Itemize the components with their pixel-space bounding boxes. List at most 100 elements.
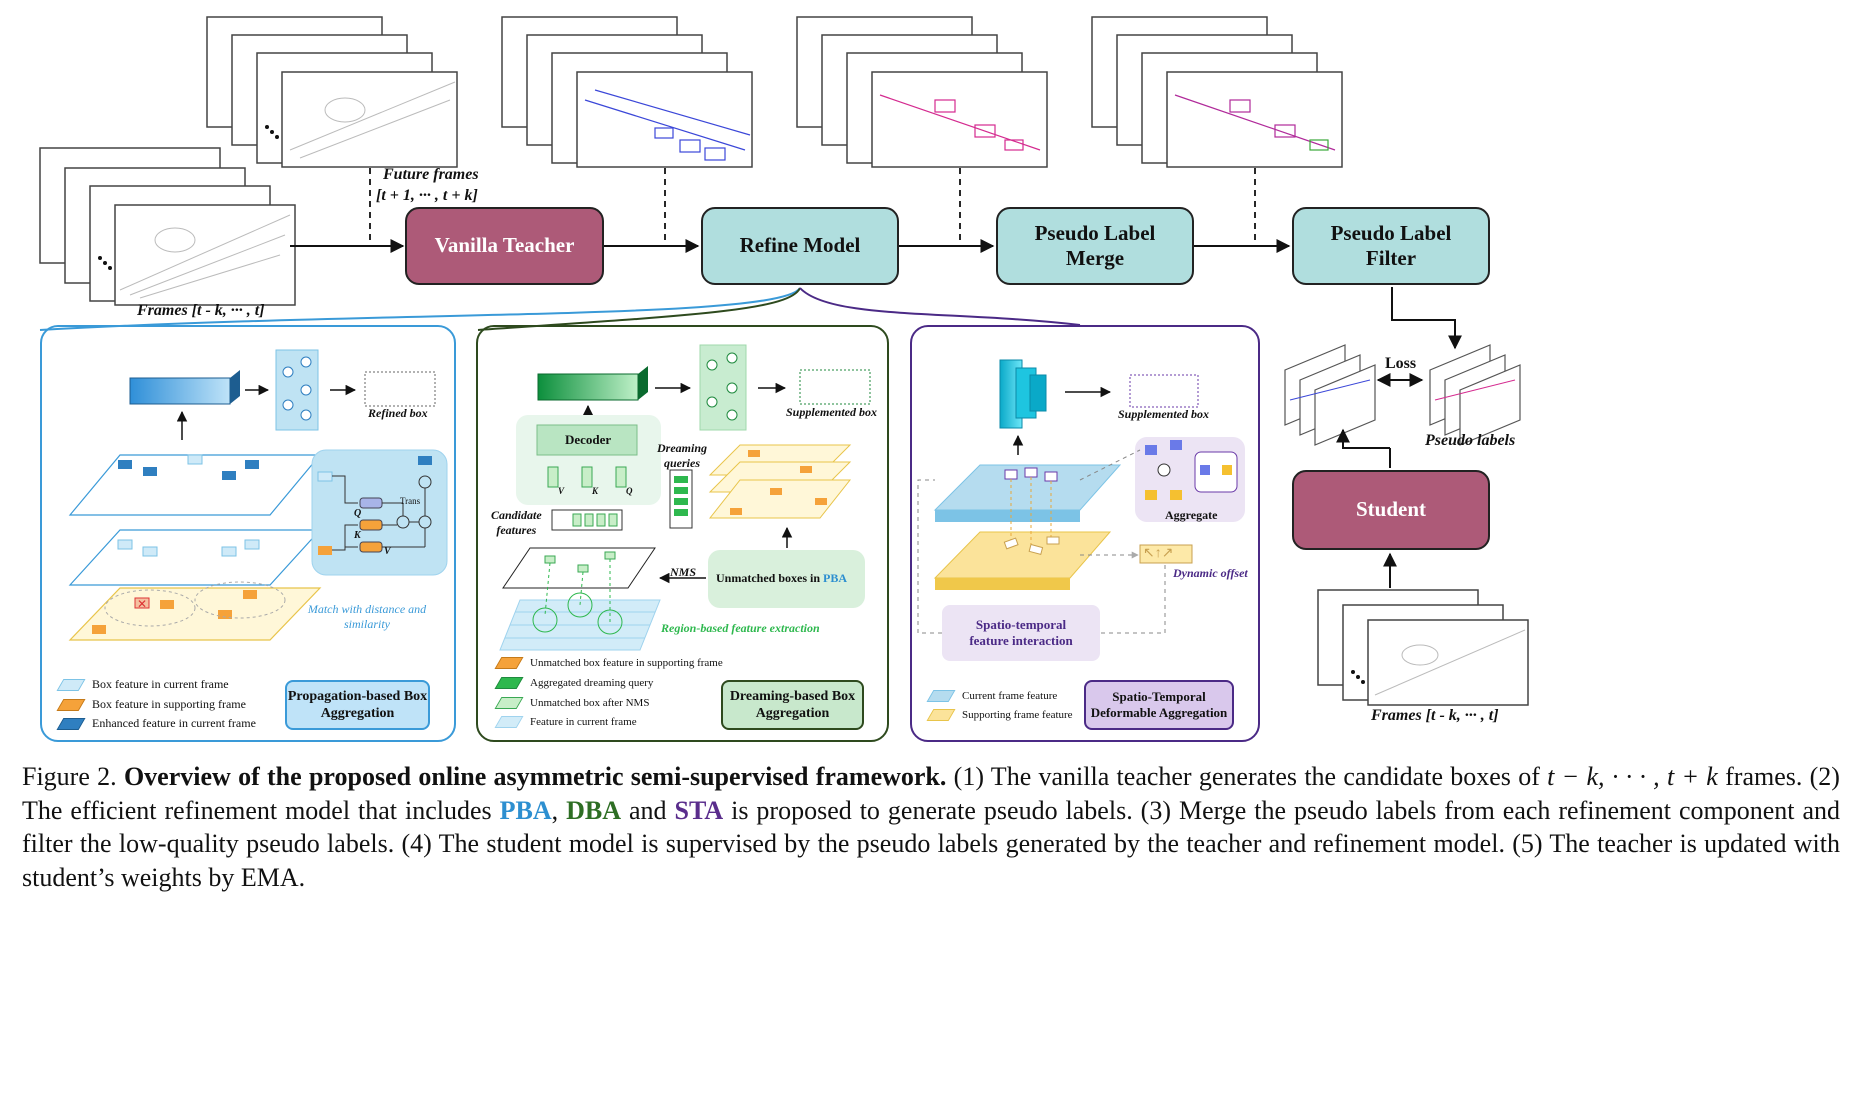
caption-title: Overview of the proposed online asymmetr… <box>123 762 947 791</box>
caption-prefix: Figure 2. <box>22 762 124 791</box>
candidate-features-label: Candidate features <box>491 508 542 538</box>
refine-model-label: Refine Model <box>739 233 861 258</box>
loss-frame-stacks <box>1284 344 1521 446</box>
caption-part-3: , <box>551 795 567 825</box>
dba-legend-nms-label: Unmatched box after NMS <box>530 697 650 709</box>
dba-supplemented-box-label: Supplemented box <box>786 405 878 419</box>
dashed-connectors <box>369 168 1256 246</box>
caption-sta: STA <box>674 795 724 825</box>
pba-legend-enhanced: Enhanced feature in current frame <box>56 716 256 731</box>
sta-title-tag: Spatio-Temporal Deformable Aggregation <box>1084 680 1234 730</box>
main-flow-arrows <box>290 239 1462 588</box>
sta-diagram <box>917 359 1245 634</box>
pba-legend-enhanced-label: Enhanced feature in current frame <box>92 716 256 730</box>
pba-legend-current: Box feature in current frame <box>56 677 229 692</box>
st-interaction-line1: Spatio-temporal <box>975 616 1067 632</box>
framework-diagram: ✕ <box>39 16 1529 706</box>
student-frames-label: Frames [t - k, ··· , t] <box>1371 707 1499 724</box>
pseudo-label-filter-line2: Filter <box>1365 246 1417 270</box>
sta-legend-supporting-label: Supporting frame feature <box>962 709 1073 721</box>
dba-title-line2: Aggregation <box>755 706 830 721</box>
dba-diagram <box>499 344 871 651</box>
dba-legend-unmatched: Unmatched box feature in supporting fram… <box>494 657 723 669</box>
future-frame-stack <box>206 16 458 168</box>
dba-legend-dreaming: Aggregated dreaming query <box>494 677 653 689</box>
dreaming-queries-line1: Dreaming <box>657 441 708 455</box>
pseudo-labels-label: Pseudo labels <box>1425 432 1516 449</box>
dynamic-offset-label: Dynamic offset <box>1173 566 1248 580</box>
sta-panel <box>910 325 1260 742</box>
pba-legend-supporting-label: Box feature in supporting frame <box>92 697 246 711</box>
pba-diagram: ✕ <box>68 349 448 641</box>
pba-title-line2: Aggregation <box>320 706 395 721</box>
unmatched-boxes-text: Unmatched boxes in <box>716 571 824 585</box>
dba-legend-current: Feature in current frame <box>494 716 637 728</box>
pseudo-label-merge-line1: Pseudo Label <box>1034 220 1156 245</box>
future-frames-label: Future frames <box>383 166 479 183</box>
input-frames-label: Frames [t - k, ··· , t] <box>137 302 265 319</box>
refine-output-frame-stack <box>796 16 1048 168</box>
sta-title-line1: Spatio-Temporal <box>1112 688 1206 704</box>
sta-legend-current-label: Current frame feature <box>962 690 1058 702</box>
dba-k-label: K <box>592 486 599 496</box>
student-node: Student <box>1292 470 1490 550</box>
caption-pba: PBA <box>499 795 552 825</box>
match-distance-line1: Match with distance and <box>307 602 427 616</box>
pba-title-tag: Propagation-based Box Aggregation <box>285 680 430 730</box>
match-distance-label: Match with distance and similarity <box>302 602 432 632</box>
unmatched-boxes-label: Unmatched boxes in PBA <box>716 571 847 586</box>
caption-part-5: is proposed to generate pseudo labels. (… <box>22 795 1840 892</box>
dba-q-label: Q <box>626 486 633 496</box>
pba-legend-supporting: Box feature in supporting frame <box>56 697 246 712</box>
student-label: Student <box>1355 497 1427 522</box>
region-feature-label: Region-based feature extraction <box>661 621 820 635</box>
dynamic-offset-icon: ↖↑↗ <box>1143 546 1174 561</box>
sta-legend-current: Current frame feature <box>926 690 1058 702</box>
svg-text:✕: ✕ <box>137 597 147 611</box>
pseudo-label-filter-node: Pseudo Label Filter <box>1292 207 1490 285</box>
dreaming-queries-line2: queries <box>664 456 700 470</box>
sta-title-line2: Deformable Aggregation <box>1090 705 1228 720</box>
dba-title-tag: Dreaming-based Box Aggregation <box>721 680 864 730</box>
sta-supplemented-box-label: Supplemented box <box>1118 407 1210 421</box>
pba-legend-current-label: Box feature in current frame <box>92 677 229 691</box>
candidate-features-line1: Candidate <box>491 508 542 522</box>
ellipsis-dots <box>98 125 1365 684</box>
pseudo-label-filter-line1: Pseudo Label <box>1330 220 1452 245</box>
figure-caption: Figure 2. Overview of the proposed onlin… <box>22 760 1840 894</box>
merged-frame-stack <box>1091 16 1343 168</box>
caption-part-1: (1) The vanilla teacher generates the ca… <box>946 762 1548 791</box>
caption-part-4: and <box>621 795 675 825</box>
nms-label: NMS <box>670 565 697 579</box>
panel-connector-curves <box>39 287 1081 331</box>
vanilla-teacher-label: Vanilla Teacher <box>434 233 575 258</box>
pba-q-label: Q <box>354 508 362 519</box>
pba-title-line1: Propagation-based Box <box>287 688 428 704</box>
st-interaction-box: Spatio-temporal feature interaction <box>942 605 1100 661</box>
pba-panel <box>40 325 456 742</box>
decoder-label: Decoder <box>565 432 612 447</box>
future-frames-range: [t + 1, ··· , t + k] <box>376 187 478 204</box>
dba-legend-current-label: Feature in current frame <box>530 716 637 728</box>
loss-label: Loss <box>1385 355 1417 372</box>
teacher-output-frame-stack <box>501 16 753 168</box>
input-frame-stack <box>39 147 296 306</box>
caption-math: t − k, · · · , t + k <box>1547 762 1718 791</box>
student-frame-stack <box>1317 589 1529 706</box>
dba-panel <box>476 325 889 742</box>
pba-k-label: K <box>354 530 361 541</box>
dba-title-line1: Dreaming-based Box <box>729 688 856 704</box>
trans-label: Trans <box>400 496 421 506</box>
candidate-features-line2: features <box>496 523 537 537</box>
dreaming-queries-label: Dreaming queries <box>657 441 707 471</box>
refined-box-label: Refined box <box>368 406 428 420</box>
pseudo-label-merge-line2: Merge <box>1065 246 1125 270</box>
dba-legend-unmatched-label: Unmatched box feature in supporting fram… <box>530 657 723 669</box>
match-distance-line2: similarity <box>343 617 390 631</box>
caption-part-2: frames. (2) The efficient refinement mod… <box>22 762 1840 825</box>
vanilla-teacher-node: Vanilla Teacher <box>405 207 604 285</box>
pseudo-label-merge-node: Pseudo Label Merge <box>996 207 1194 285</box>
st-interaction-line2: feature interaction <box>969 633 1073 648</box>
dba-v-label: V <box>558 486 565 496</box>
sta-legend-supporting: Supporting frame feature <box>926 709 1073 721</box>
